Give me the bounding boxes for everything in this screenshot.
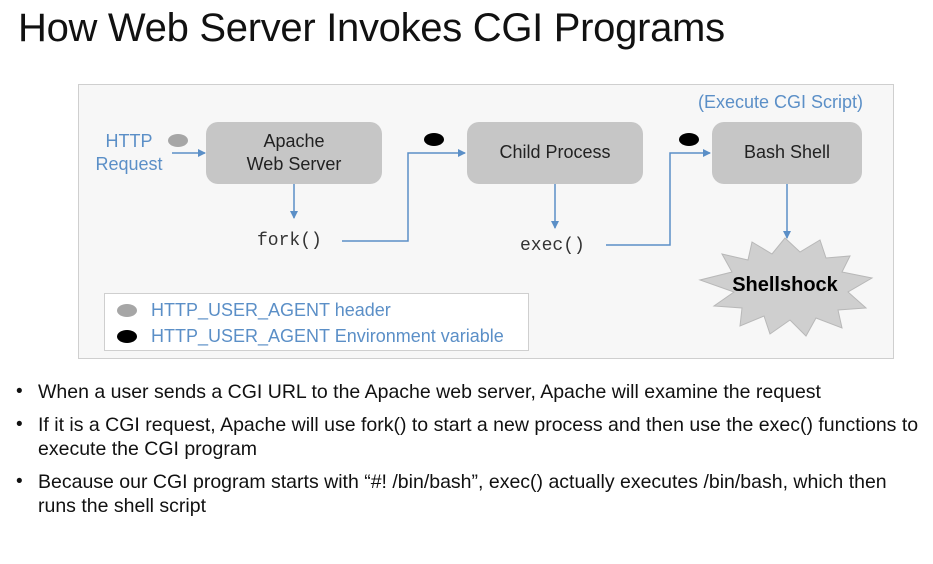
env-marker-dot-2 [679, 133, 699, 146]
exec-to-bash-arrow [606, 149, 711, 246]
page-title: How Web Server Invokes CGI Programs [18, 6, 725, 50]
fork-call: fork() [257, 231, 322, 251]
apache-web-server-node: Apache Web Server [206, 122, 382, 184]
legend-gray-dot [117, 304, 137, 317]
diagram-legend: HTTP_USER_AGENT header HTTP_USER_AGENT E… [104, 293, 529, 351]
shellshock-label: Shellshock [732, 274, 838, 296]
legend-item-env: HTTP_USER_AGENT Environment variable [117, 326, 504, 347]
legend-item-header: HTTP_USER_AGENT header [117, 300, 391, 321]
http-request-label: HTTP Request [95, 131, 163, 175]
fork-to-child-arrow [342, 149, 466, 242]
bullet-list: When a user sends a CGI URL to the Apach… [14, 380, 929, 527]
legend-black-dot [117, 330, 137, 343]
execute-cgi-note: (Execute CGI Script) [698, 92, 864, 112]
header-marker-dot [168, 134, 188, 147]
legend-label: HTTP_USER_AGENT Environment variable [151, 326, 504, 346]
child-process-node: Child Process [467, 122, 643, 184]
legend-label: HTTP_USER_AGENT header [151, 300, 391, 320]
shellshock-burst [698, 237, 874, 337]
exec-call: exec() [520, 236, 585, 256]
bullet-item: Because our CGI program starts with “#! … [14, 470, 929, 518]
bash-shell-node: Bash Shell [712, 122, 862, 184]
bullet-item: When a user sends a CGI URL to the Apach… [14, 380, 929, 404]
bullet-item: If it is a CGI request, Apache will use … [14, 413, 929, 461]
env-marker-dot-1 [424, 133, 444, 146]
